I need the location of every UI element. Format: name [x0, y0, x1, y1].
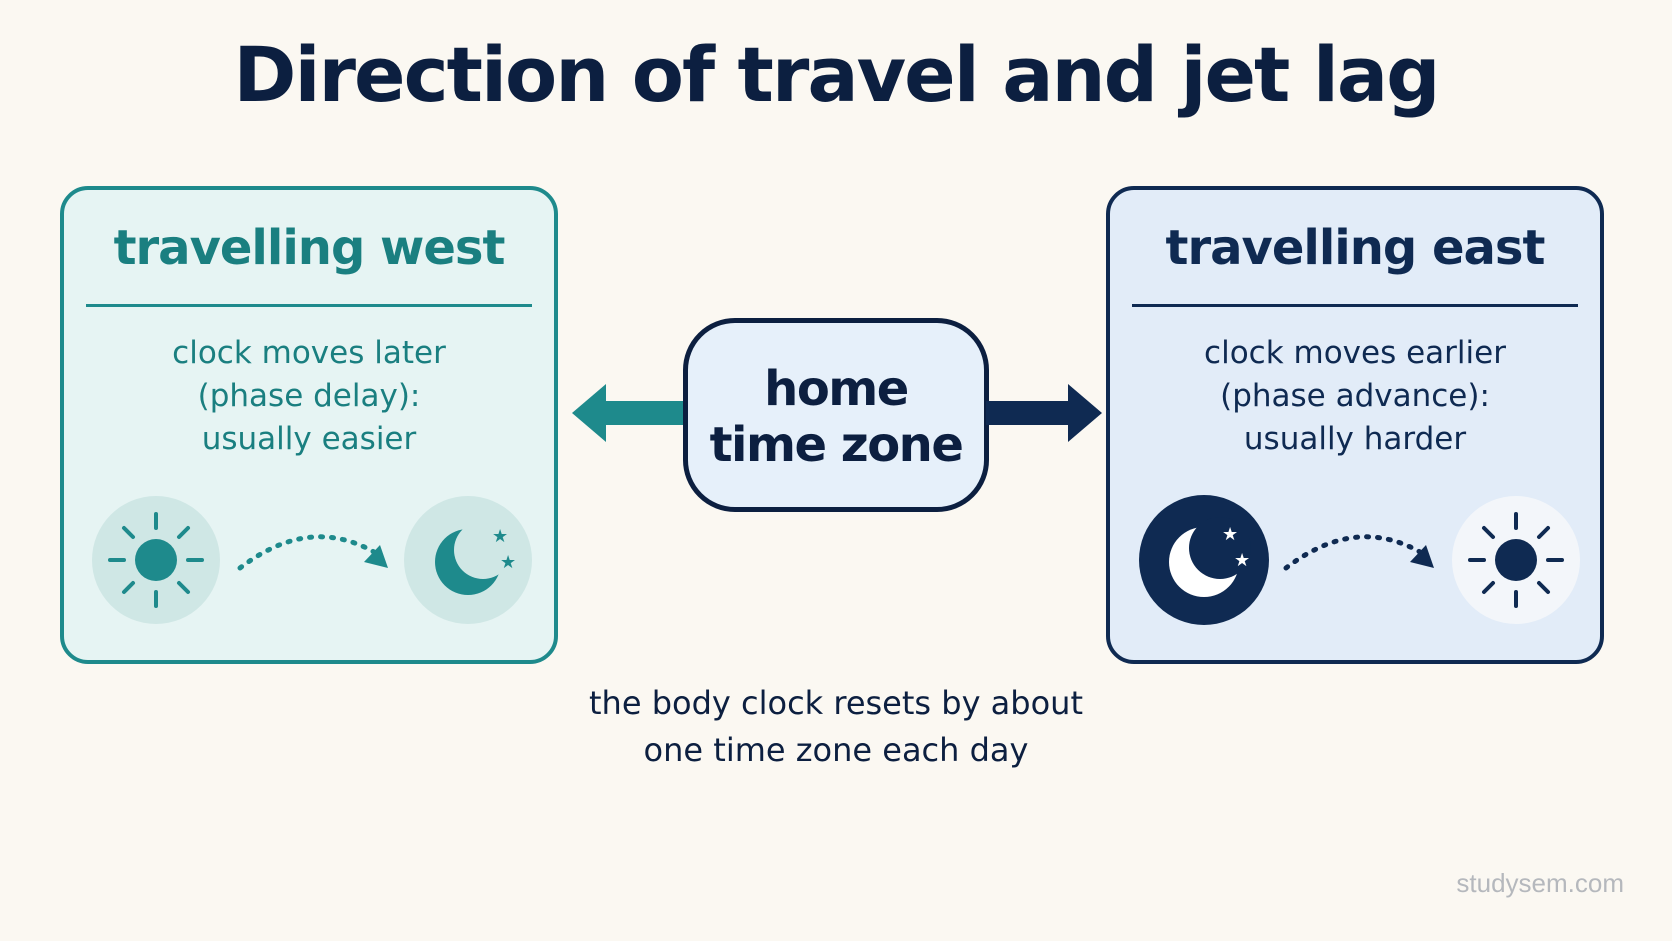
west-panel: travelling west clock moves later (phase…	[60, 186, 558, 664]
sun-icon	[1452, 496, 1580, 624]
svg-text:★: ★	[1222, 524, 1238, 545]
page-title: Direction of travel and jet lag	[233, 30, 1440, 119]
west-desc-line: (phase delay):	[197, 378, 421, 414]
west-desc-line: usually easier	[201, 421, 417, 457]
moon-icon: ★ ★	[404, 496, 532, 624]
footnote-line: one time zone each day	[643, 731, 1029, 769]
west-desc-line: clock moves later	[172, 335, 446, 371]
time-zone-label: time zone	[709, 417, 964, 473]
watermark: studysem.com	[1456, 868, 1624, 898]
east-arrow	[986, 384, 1102, 442]
svg-text:★: ★	[492, 526, 508, 547]
svg-text:★: ★	[1234, 550, 1250, 571]
footnote-line: the body clock resets by about	[589, 684, 1083, 722]
dotted-arrow-icon	[237, 534, 388, 571]
east-icon-row: ★ ★	[1139, 495, 1580, 625]
east-desc-line: usually harder	[1243, 421, 1467, 457]
sun-icon	[92, 496, 220, 624]
west-panel-title: travelling west	[113, 220, 506, 276]
west-description: clock moves later (phase delay): usually…	[64, 332, 554, 461]
svg-text:★: ★	[500, 552, 516, 573]
home-time-zone-box: home time zone	[683, 318, 989, 512]
moon-icon: ★ ★	[1139, 495, 1269, 625]
east-desc-line: clock moves earlier	[1204, 335, 1506, 371]
west-arrow	[572, 384, 688, 442]
west-icon-row: ★ ★	[92, 496, 532, 624]
east-divider	[1132, 304, 1578, 307]
dotted-arrow-icon	[1283, 534, 1434, 571]
east-panel: travelling east clock moves earlier (pha…	[1106, 186, 1604, 664]
east-desc-line: (phase advance):	[1220, 378, 1490, 414]
home-label: home	[764, 361, 909, 417]
east-description: clock moves earlier (phase advance): usu…	[1110, 332, 1600, 461]
west-divider	[86, 304, 532, 307]
footnote: the body clock resets by about one time …	[0, 680, 1672, 774]
east-panel-title: travelling east	[1165, 220, 1546, 276]
